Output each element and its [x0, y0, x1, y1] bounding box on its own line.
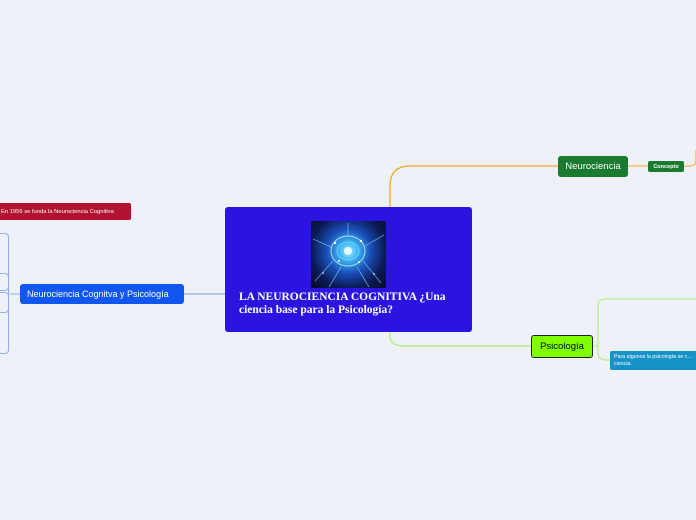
connector-psicologia-children: [593, 298, 696, 347]
left-branch-bracket-upper: [0, 233, 9, 291]
left-branch-bracket-lower: [0, 292, 9, 354]
central-topic[interactable]: LA NEUROCIENCIA COGNITIVA ¿Una ciencia b…: [225, 207, 472, 332]
connector-psicologia-nota: [597, 346, 610, 361]
central-title: LA NEUROCIENCIA COGNITIVA ¿Una ciencia b…: [239, 291, 446, 316]
brain-network-image: [311, 221, 386, 288]
left-branch-bracket-middle: [0, 273, 9, 313]
topic-neurociencia[interactable]: Neurociencia: [558, 156, 628, 177]
brain-illustration: [312, 223, 385, 288]
connector-central-neurociencia: [389, 165, 558, 207]
subtopic-1956[interactable]: En 1956 se funda la Neurociencia Cogniti…: [0, 203, 131, 220]
subtopic-concepto[interactable]: Concepto: [648, 161, 684, 172]
connector-central-psicologia: [389, 332, 531, 347]
topic-psicologia[interactable]: Psicología: [531, 335, 593, 358]
connector-concepto-right: [684, 150, 696, 167]
subtopic-psicologia-nota[interactable]: Para algunos la psicología se c... cienc…: [610, 351, 696, 370]
topic-neurociencia-cognitiva[interactable]: Neurociencia Cognitva y Psicología: [20, 284, 184, 304]
